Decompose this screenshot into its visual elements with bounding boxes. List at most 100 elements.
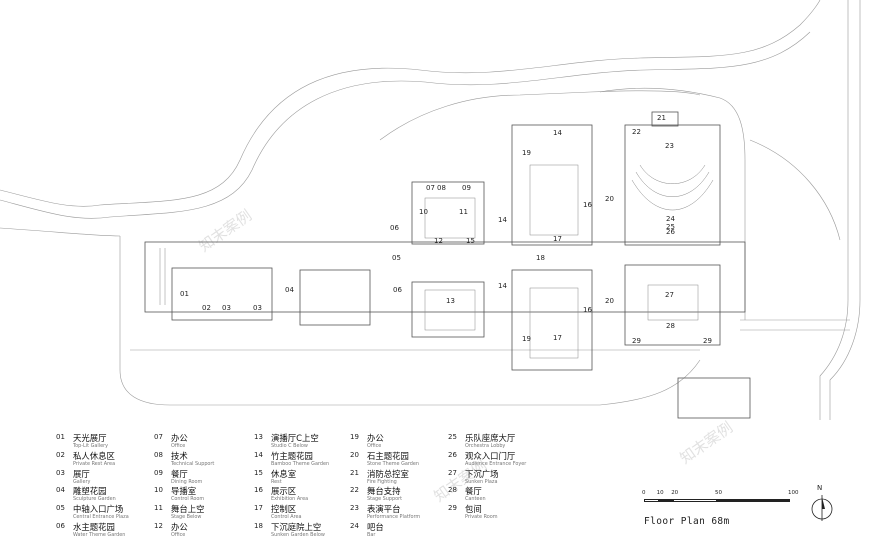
room-label: 14 <box>553 129 562 137</box>
room-label: 02 <box>202 304 211 312</box>
legend-chinese-label: 演播厅C上空 <box>271 433 319 443</box>
legend-english-label: Orchestra Lobby <box>465 443 506 449</box>
annex-block <box>677 377 751 419</box>
room-label: 27 <box>665 291 674 299</box>
legend-chinese-label: 导播室 <box>171 486 197 497</box>
legend-number: 18 <box>254 522 263 530</box>
room-label: 20 <box>605 297 614 305</box>
legend-english-label: Gallery <box>73 478 91 485</box>
room-label: 03 <box>253 304 262 312</box>
legend-chinese-label: 天光展厅 <box>73 433 107 443</box>
legend-number: 26 <box>448 450 457 459</box>
scale-segment <box>658 499 674 502</box>
legend-number: 01 <box>56 433 65 441</box>
room-label: 14 <box>498 282 507 290</box>
legend-english-label: Stage Support <box>367 496 403 503</box>
south-studio-block <box>411 281 485 338</box>
legend-chinese-label: 表演平台 <box>367 504 401 515</box>
room-label: 29 <box>632 337 641 345</box>
scale-segment <box>673 499 717 502</box>
main-axis-block <box>144 241 746 313</box>
legend-chinese-label: 中轴入口广场 <box>73 504 124 515</box>
legend-english-label: Stone Theme Garden <box>367 460 420 467</box>
room-label: 14 <box>498 216 507 224</box>
legend-english-label: Office <box>367 443 382 449</box>
room-label: 19 <box>522 335 531 343</box>
legend-chinese-label: 包间 <box>465 504 482 515</box>
legend-number: 10 <box>154 486 163 495</box>
room-label: 25 <box>666 223 675 231</box>
south-central-block <box>511 269 593 371</box>
room-label: 26 <box>666 228 675 236</box>
legend-chinese-label: 餐厅 <box>171 468 188 479</box>
legend-english-label: Sunken Garden Below <box>271 532 325 538</box>
legend-english-label: Fire Fighting <box>367 478 397 485</box>
legend-chinese-label: 竹主题花园 <box>271 450 313 461</box>
legend-number: 21 <box>350 468 359 477</box>
legend-number: 17 <box>254 504 263 513</box>
room-label: 12 <box>434 237 443 245</box>
room-label: 24 <box>666 215 675 223</box>
legend-english-label: Control Area <box>271 514 302 521</box>
room-label: 15 <box>466 237 475 245</box>
room-label: 20 <box>605 195 614 203</box>
room-label: 17 <box>553 334 562 342</box>
room-label: 17 <box>553 235 562 243</box>
legend-number: 19 <box>350 433 359 441</box>
sculpture-garden-block <box>299 269 371 326</box>
watermark-text: 知末案例 <box>430 456 491 506</box>
legend-chinese-label: 水主题花园 <box>73 522 115 532</box>
scale-segment <box>717 499 790 502</box>
legend-english-label: Central Entrance Plaza <box>73 514 129 521</box>
legend-english-label: Stage Below <box>171 514 202 521</box>
legend-english-label: Control Room <box>171 496 205 503</box>
legend-chinese-label: 技术 <box>171 450 188 461</box>
theatre-block <box>624 124 721 246</box>
legend-english-label: Bar <box>367 532 376 538</box>
legend-number: 23 <box>350 504 359 513</box>
legend-chinese-label: 控制区 <box>271 504 297 515</box>
plan-caption: Floor Plan 68m <box>644 516 730 527</box>
room-label: 11 <box>459 208 468 216</box>
legend-number: 06 <box>56 522 65 530</box>
room-label: 10 <box>419 208 428 216</box>
legend-english-label: Bamboo Theme Garden <box>271 460 330 467</box>
legend-number: 14 <box>254 450 263 459</box>
legend-number: 12 <box>154 522 163 530</box>
room-label: 06 <box>393 286 402 294</box>
legend-number: 07 <box>154 433 163 441</box>
legend-english-label: Office <box>171 532 186 538</box>
room-label: 22 <box>632 128 641 136</box>
site-road-outline <box>0 0 821 207</box>
north-arrow-icon <box>811 495 833 521</box>
legend-english-label: Top-Lit Gallery <box>73 443 108 449</box>
legend-number: 03 <box>56 468 65 477</box>
room-label: 16 <box>583 306 592 314</box>
north-label: N <box>817 484 823 492</box>
room-label: 21 <box>657 114 666 122</box>
legend-number: 11 <box>154 504 163 513</box>
legend-number: 09 <box>154 468 163 477</box>
scale-tick-label: 0 <box>642 490 646 496</box>
room-label: 09 <box>462 184 471 192</box>
scale-tick-label: 10 <box>656 490 664 496</box>
room-label: 04 <box>285 286 294 294</box>
legend-chinese-label: 石主题花园 <box>367 450 409 461</box>
legend-chinese-label: 私人休息区 <box>73 450 115 461</box>
legend-english-label: Private Rest Area <box>73 460 116 467</box>
legend-english-label: Office <box>171 443 186 449</box>
legend-chinese-label: 休息室 <box>271 468 297 479</box>
room-label: 16 <box>583 201 592 209</box>
watermark-text: 知末案例 <box>676 418 737 468</box>
legend-chinese-label: 吧台 <box>367 522 384 532</box>
legend-english-label: Exhibition Area <box>271 496 309 503</box>
legend-english-label: Water Theme Garden <box>73 532 126 538</box>
legend-chinese-label: 下沉庭院上空 <box>271 522 322 532</box>
room-label: 01 <box>180 290 189 298</box>
gallery-block <box>171 267 273 321</box>
legend-number: 24 <box>350 522 359 530</box>
legend-chinese-label: 舞台上空 <box>171 504 205 515</box>
north-central-block <box>511 124 593 246</box>
room-label: 29 <box>703 337 712 345</box>
legend-chinese-label: 乐队座席大厅 <box>465 433 516 443</box>
